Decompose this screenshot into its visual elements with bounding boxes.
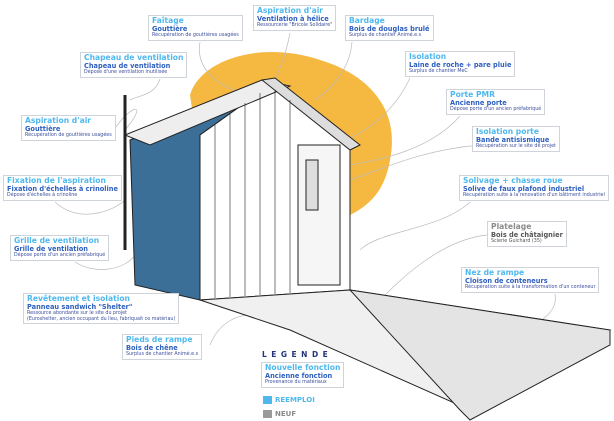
label-desc: Récupération sur le site de projet bbox=[476, 144, 556, 150]
label-title: Isolation porte bbox=[476, 127, 539, 136]
label-title: Chapeau de ventilation bbox=[84, 53, 184, 62]
label-sub: Grille de ventilation bbox=[14, 244, 88, 253]
label-desc: Surplus de chantier Animé.e.s bbox=[349, 33, 422, 39]
neuf-swatch bbox=[263, 410, 272, 418]
label-desc: Dépose porte d'un ancien préfabriqué bbox=[14, 253, 106, 259]
legend-neuf: NEUF bbox=[275, 410, 297, 418]
label-title: Faîtage bbox=[152, 16, 184, 25]
label-sub: Panneau sandwich "Shelter" bbox=[27, 302, 133, 311]
label-desc: Surplus de chantier MeC bbox=[409, 69, 468, 75]
legend-origin: Provenance du matériaux bbox=[265, 380, 327, 386]
label-sub: Laine de roche + pare pluie bbox=[409, 60, 512, 69]
label-desc: Ressource abondante sur le site du proje… bbox=[27, 311, 128, 317]
label-title: Aspiration d'air bbox=[257, 6, 324, 15]
label-title: Porte PMR bbox=[450, 90, 495, 99]
label-title: Bardage bbox=[349, 16, 385, 25]
label-title: Revêtement et isolation bbox=[27, 294, 130, 303]
legend-new-function: Nouvelle fonction bbox=[265, 363, 341, 372]
label-desc: Récupération de gouttières usagées bbox=[152, 33, 239, 39]
label-title: Grille de ventilation bbox=[14, 236, 100, 245]
label-sub: Bois de douglas brulé bbox=[349, 24, 430, 33]
label-desc: Récupération de gouttières usagées bbox=[25, 133, 112, 139]
legend-old-function: Ancienne fonction bbox=[265, 371, 333, 380]
label-sub: Ventilation à hélice bbox=[257, 14, 329, 23]
label-sub: Solive de faux plafond industriel bbox=[463, 184, 585, 193]
label-desc: Surplus de chantier Animé.e.s bbox=[126, 352, 199, 358]
label-title: Platelage bbox=[491, 222, 532, 231]
reemploi-swatch bbox=[263, 396, 272, 404]
label-sub: Bois de châtaignier bbox=[491, 230, 563, 239]
label-desc: Ressourcerie "Bricole Solidaire" bbox=[257, 23, 333, 29]
label-sub: Gouttière bbox=[152, 24, 188, 33]
label-desc: Dépose d'échelles à crinoline bbox=[7, 193, 78, 199]
label-title: Pieds de rampe bbox=[126, 335, 193, 344]
label-sub: Bande antisismique bbox=[476, 135, 550, 144]
label-sub: Chapeau de ventilation bbox=[84, 61, 171, 70]
label-desc: Scierie Guichard (35) bbox=[491, 239, 542, 245]
label-desc: Dépose d'une ventilation inutilisée bbox=[84, 70, 168, 76]
legend-title: LEGENDE bbox=[262, 350, 333, 359]
label-desc: Récupération suite à la renovation d'un … bbox=[463, 193, 605, 199]
label-desc: Dépose porte d'un ancien préfabriqué bbox=[450, 107, 542, 113]
label-desc: Récupération suite à la transformation d… bbox=[465, 285, 596, 291]
label-desc-2: (Euroshelter, ancien occupant du lieu, f… bbox=[27, 316, 176, 322]
label-title: Fixation de l'aspiration bbox=[7, 176, 106, 185]
label-sub: Bois de chêne bbox=[126, 343, 178, 352]
label-title: Isolation bbox=[409, 52, 447, 61]
label-title: Aspiration d'air bbox=[25, 116, 92, 125]
legend-reemploi: REEMPLOI bbox=[275, 396, 315, 404]
label-sub: Gouttière bbox=[25, 124, 61, 133]
cabin bbox=[123, 77, 612, 421]
label-title: Nez de rampe bbox=[465, 268, 525, 277]
label-sub: Fixation d'échelles à crinoline bbox=[7, 184, 118, 193]
label-title: Solivage + chasse roue bbox=[463, 176, 563, 185]
label-sub: Ancienne porte bbox=[450, 98, 507, 107]
label-sub: Cloison de conteneurs bbox=[465, 276, 548, 285]
